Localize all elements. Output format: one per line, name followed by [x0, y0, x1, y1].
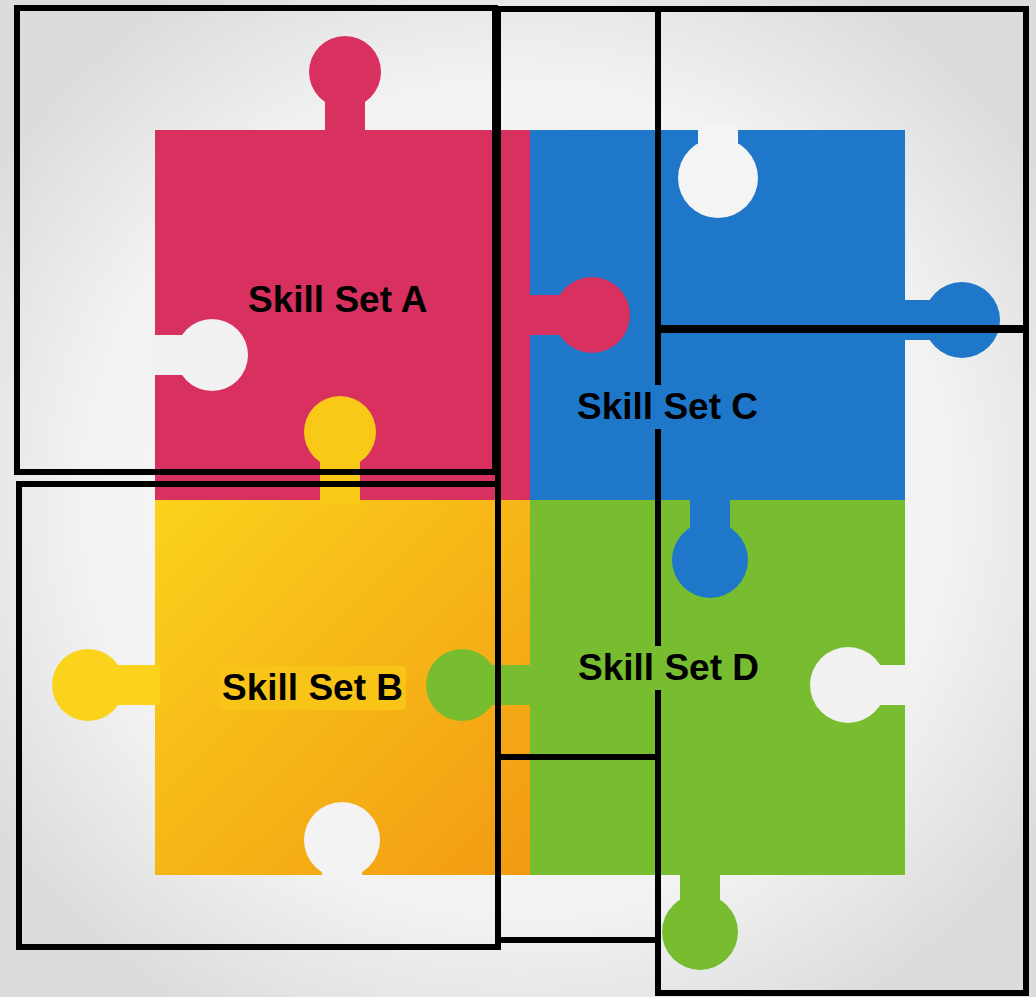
skill-set-name: Skill Set A	[248, 278, 428, 322]
skill-label: Skill Set A	[245, 278, 431, 322]
skill-label: Skill Set C	[574, 385, 761, 429]
skill-set-name: Skill Set C	[577, 385, 758, 429]
skill-label: Skill Set D	[575, 646, 762, 690]
skill-label: Skill Set B	[219, 666, 406, 710]
skill-set-name: Skill Set D	[578, 646, 759, 690]
skill-set-name: Skill Set B	[222, 666, 403, 710]
